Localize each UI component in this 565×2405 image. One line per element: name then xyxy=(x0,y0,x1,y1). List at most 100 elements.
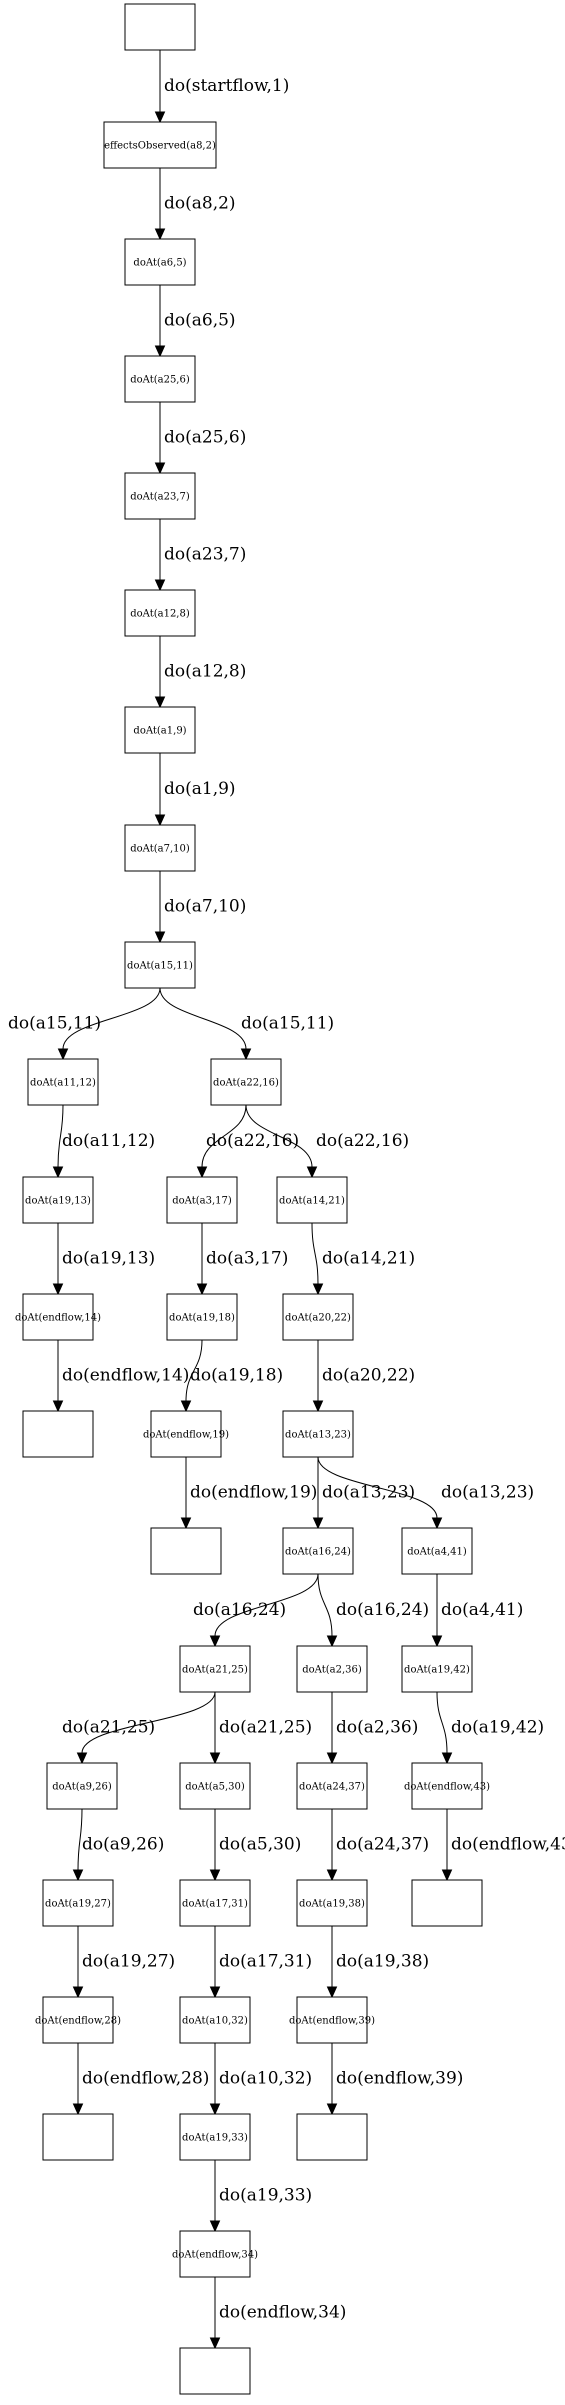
node-box xyxy=(22,1293,94,1341)
edge-label: do(a2,36) xyxy=(336,1718,418,1738)
node-label: doAt(a11,12) xyxy=(30,1078,96,1089)
arrowhead xyxy=(312,1400,324,1413)
terminal-node xyxy=(42,2113,114,2161)
node-box xyxy=(296,2113,368,2161)
arrowhead xyxy=(196,1283,208,1296)
edge-label: do(a10,32) xyxy=(219,2069,312,2089)
node-box xyxy=(124,589,196,637)
arrowhead xyxy=(154,228,166,241)
arrowhead xyxy=(180,1517,192,1530)
node-label: doAt(endflow,39) xyxy=(289,2016,375,2027)
edge-do-a16-24: do(a16,24) xyxy=(317,1573,429,1648)
arrowhead xyxy=(431,1517,443,1530)
edge-label: do(a4,41) xyxy=(441,1600,523,1620)
node-label: doAt(a16,24) xyxy=(285,1547,351,1558)
node-label: doAt(a7,10) xyxy=(130,844,190,855)
node-label: doAt(endflow,28) xyxy=(35,2016,121,2027)
edge-label: do(a24,37) xyxy=(336,1835,429,1855)
edge-label: do(a15,11) xyxy=(241,1014,334,1034)
arrowhead xyxy=(72,2103,84,2116)
edge-label: do(endflow,19) xyxy=(190,1483,317,1503)
arrowhead xyxy=(154,696,166,709)
edge-do-a12-8: do(a12,8) xyxy=(154,636,246,709)
node-box xyxy=(179,1996,251,2044)
node-box xyxy=(296,1996,368,2044)
node-box xyxy=(42,1996,114,2044)
node-doat-a19-42: doAt(a19,42) xyxy=(401,1645,473,1693)
node-doat-a24-37: doAt(a24,37) xyxy=(296,1762,368,1810)
edge-do-a19-27: do(a19,27) xyxy=(72,1926,175,1999)
node-doat-a19-13: doAt(a19,13) xyxy=(22,1176,94,1224)
node-doat-a5-30: doAt(a5,30) xyxy=(179,1762,251,1810)
node-box xyxy=(411,1879,483,1927)
node-label: doAt(endflow,34) xyxy=(172,2250,258,2261)
edge-line xyxy=(57,1104,64,1168)
edge-line xyxy=(436,1691,448,1754)
arrowhead xyxy=(441,1752,453,1765)
edge-label: do(a22,16) xyxy=(316,1131,409,1151)
node-box xyxy=(179,1762,251,1810)
edge-do-a21-25: do(a21,25) xyxy=(209,1692,312,1765)
node-box xyxy=(179,1645,251,1693)
edge-line xyxy=(245,1104,313,1168)
edge-do-endflow-28: do(endflow,28) xyxy=(72,2043,209,2116)
node-doat-a1-9: doAt(a1,9) xyxy=(124,706,196,754)
node-effectsobserved-a8-2: effectsObserved(a8,2) xyxy=(103,121,217,169)
arrowhead xyxy=(57,1048,69,1061)
arrowhead xyxy=(154,931,166,944)
terminal-node xyxy=(150,1527,222,1575)
node-label: doAt(a23,7) xyxy=(130,492,190,503)
node-doat-a9-26: doAt(a9,26) xyxy=(46,1762,118,1810)
edge-do-a24-37: do(a24,37) xyxy=(326,1809,429,1882)
node-label: doAt(a5,30) xyxy=(185,1782,245,1793)
terminal-node xyxy=(411,1879,483,1927)
node-box xyxy=(150,1410,222,1458)
node-label: effectsObserved(a8,2) xyxy=(104,141,216,152)
edge-do-a1-9: do(a1,9) xyxy=(154,753,236,827)
arrowhead xyxy=(196,1166,208,1179)
node-label: doAt(a20,22) xyxy=(285,1313,351,1324)
node-box xyxy=(296,1879,368,1927)
node-box xyxy=(103,121,217,169)
arrowhead xyxy=(76,1752,88,1765)
node-label: doAt(endflow,14) xyxy=(15,1313,101,1324)
edge-do-a15-11: do(a15,11) xyxy=(8,987,161,1061)
arrowhead xyxy=(52,1283,64,1296)
node-label: doAt(a3,17) xyxy=(172,1196,232,1207)
edge-line xyxy=(214,1573,319,1637)
edge-do-a6-5: do(a6,5) xyxy=(154,285,236,358)
node-box xyxy=(282,1410,354,1458)
terminal-node xyxy=(22,1410,94,1458)
edge-do-a19-13: do(a19,13) xyxy=(52,1223,155,1296)
arrowhead xyxy=(154,814,166,827)
edge-label: do(a16,24) xyxy=(336,1600,429,1620)
node-doat-endflow-39: doAt(endflow,39) xyxy=(289,1996,375,2044)
node-box xyxy=(46,1762,118,1810)
arrowhead xyxy=(312,1517,324,1530)
node-doat-a7-10: doAt(a7,10) xyxy=(124,824,196,872)
edge-label: do(a6,5) xyxy=(164,311,236,331)
node-doat-endflow-14: doAt(endflow,14) xyxy=(15,1293,101,1341)
node-label: doAt(a25,6) xyxy=(130,375,190,386)
node-box xyxy=(401,1645,473,1693)
arrowhead xyxy=(209,2337,221,2350)
edge-label: do(a14,21) xyxy=(322,1249,415,1269)
node-label: doAt(a9,26) xyxy=(52,1782,112,1793)
nodes-layer: effectsObserved(a8,2)doAt(a6,5)doAt(a25,… xyxy=(15,3,490,2395)
edge-do-a5-30: do(a5,30) xyxy=(209,1809,301,1882)
edge-do-a4-41: do(a4,41) xyxy=(431,1574,523,1648)
edge-do-a15-11: do(a15,11) xyxy=(159,987,334,1061)
node-label: doAt(a22,16) xyxy=(213,1078,279,1089)
node-box xyxy=(296,1762,368,1810)
node-box xyxy=(22,1176,94,1224)
edge-label: do(a13,23) xyxy=(441,1483,534,1503)
edge-do-a17-31: do(a17,31) xyxy=(209,1926,312,1999)
edge-do-a19-42: do(a19,42) xyxy=(436,1691,544,1765)
edge-label: do(endflow,28) xyxy=(82,2069,209,2089)
edge-line xyxy=(201,1104,247,1168)
node-label: doAt(a4,41) xyxy=(407,1547,467,1558)
edge-label: do(a5,30) xyxy=(219,1835,301,1855)
node-doat-a3-17: doAt(a3,17) xyxy=(166,1176,238,1224)
edge-do-a9-26: do(a9,26) xyxy=(72,1808,164,1882)
